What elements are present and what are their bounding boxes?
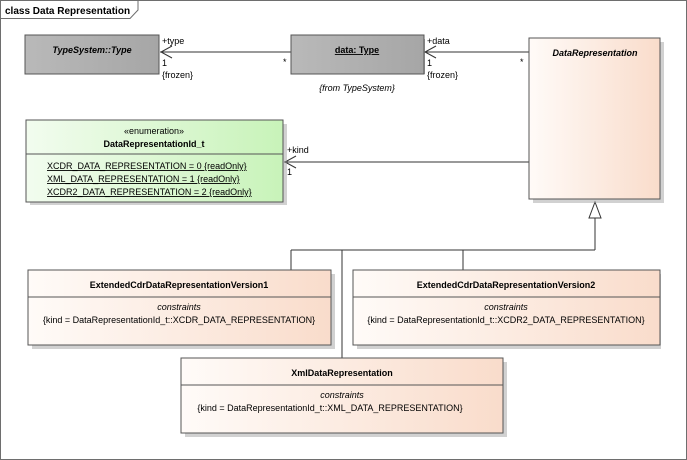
data-type-note: {from TypeSystem} xyxy=(319,83,395,93)
data-role-label: +data xyxy=(427,36,450,46)
type-multiplicity-label: 1 xyxy=(162,58,167,68)
diagram-frame-tab xyxy=(0,0,139,19)
class-xml-data-representation[interactable]: XmlDataRepresentation constraints {kind … xyxy=(180,357,507,437)
class-extended-cdr-v1[interactable]: ExtendedCdrDataRepresentationVersion1 co… xyxy=(27,269,335,349)
type-role-label: +type xyxy=(162,36,184,46)
data-type-name: data: Type xyxy=(335,45,379,55)
kind-multiplicity-label: 1 xyxy=(287,167,292,177)
extended-cdr-v2-constraint: {kind = DataRepresentationId_t::XCDR2_DA… xyxy=(367,315,644,325)
enum-literal-xml[interactable]: XML_DATA_REPRESENTATION = 1 {readOnly} xyxy=(47,174,240,184)
class-data-type[interactable]: data: Type xyxy=(290,34,425,75)
extended-cdr-v1-name: ExtendedCdrDataRepresentationVersion1 xyxy=(90,280,269,290)
xml-data-representation-constraint: {kind = DataRepresentationId_t::XML_DATA… xyxy=(197,403,462,413)
enumeration-data-representation-id[interactable]: «enumeration» DataRepresentationId_t XCD… xyxy=(25,119,287,205)
xml-data-representation-name: XmlDataRepresentation xyxy=(291,368,393,378)
data-source-multiplicity: * xyxy=(520,57,524,67)
class-extended-cdr-v2[interactable]: ExtendedCdrDataRepresentationVersion2 co… xyxy=(352,269,661,349)
extended-cdr-v2-name: ExtendedCdrDataRepresentationVersion2 xyxy=(417,280,596,290)
extended-cdr-v1-constraint: {kind = DataRepresentationId_t::XCDR_DAT… xyxy=(43,315,315,325)
enum-literal-xcdr2[interactable]: XCDR2_DATA_REPRESENTATION = 2 {readOnly} xyxy=(47,187,252,197)
data-multiplicity-label: 1 xyxy=(427,58,432,68)
class-data-representation[interactable]: DataRepresentation xyxy=(528,37,664,203)
kind-role-label: +kind xyxy=(287,145,309,155)
enumeration-name: DataRepresentationId_t xyxy=(103,139,204,149)
generalization-arrowhead xyxy=(588,200,602,219)
diagram-frame-label: class Data Representation xyxy=(5,6,130,17)
extended-cdr-v1-section: constraints xyxy=(157,302,201,312)
data-property-label: {frozen} xyxy=(427,70,458,80)
xml-data-representation-section: constraints xyxy=(320,390,364,400)
data-representation-name: DataRepresentation xyxy=(552,48,638,58)
extended-cdr-v2-section: constraints xyxy=(484,302,528,312)
type-source-multiplicity: * xyxy=(283,57,287,67)
enum-literal-xcdr[interactable]: XCDR_DATA_REPRESENTATION = 0 {readOnly} xyxy=(47,161,247,171)
generalization-connector[interactable] xyxy=(290,200,602,358)
kind-association[interactable] xyxy=(283,155,529,169)
class-typesystem-type[interactable]: TypeSystem::Type xyxy=(24,34,160,75)
type-property-label: {frozen} xyxy=(162,70,193,80)
enumeration-stereotype: «enumeration» xyxy=(124,126,184,136)
typesystem-type-name: TypeSystem::Type xyxy=(52,45,131,55)
type-association[interactable] xyxy=(159,45,291,59)
